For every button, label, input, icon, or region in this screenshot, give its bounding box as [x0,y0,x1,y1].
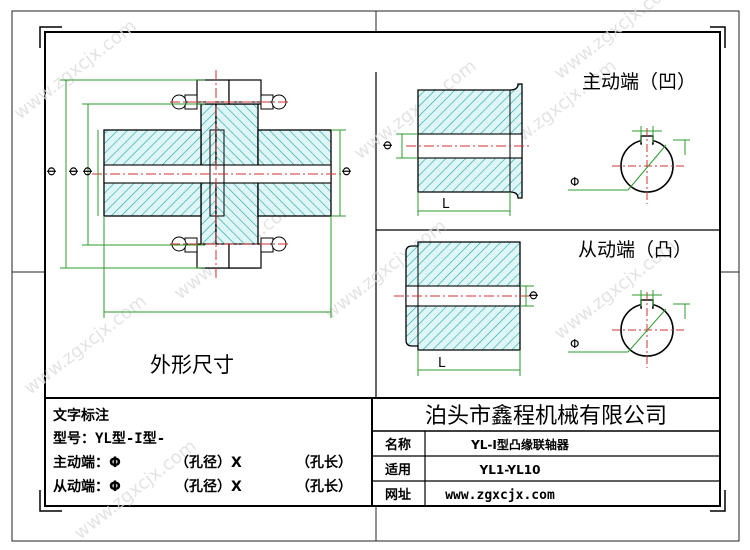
top-bolt [171,79,287,110]
dim-phi-driven-face: Φ [570,337,579,351]
dim-phi-driven-bore: Φ [527,291,541,300]
driving-bore-len: （孔长） [296,454,352,471]
dim-phi-bolt-circle: Φ [67,167,81,176]
dim-phi-hub: Φ [81,167,95,176]
dim-phi-outer: Φ [45,167,59,176]
company-name: 泊头市鑫程机械有限公司 [425,404,667,429]
driven-label: 从动端：Φ [53,478,121,495]
dim-phi-driving-face: Φ [570,175,579,189]
driving-label: 主动端：Φ [53,454,121,471]
center-lines [92,70,342,280]
dim-phi-driving-bore: Φ [381,141,395,150]
driven-end-title: 从动端（凸） [578,239,692,261]
outline-dimensions [60,79,346,318]
driving-end-title: 主动端（凹） [582,71,696,93]
title-block: 泊头市鑫程机械有限公司 名称 YL-I型凸缘联轴器 适用 YL1-YL10 网址… [371,397,721,507]
row-value-range: YL1-YL10 [479,463,541,477]
outline-view: Φ Φ Φ Φ 外形尺寸 [45,70,354,377]
svg-text:www.zgxcjx.com: www.zgxcjx.com [20,291,150,399]
driven-end-face: Φ [568,290,690,368]
row-value-website[interactable]: www.zgxcjx.com [445,488,555,503]
driving-bore-dia: （孔径）X [175,454,242,471]
driving-dimensions [396,133,511,216]
bottom-bolt [171,236,287,269]
model-line: 型号：YL型-I型- [53,430,165,447]
dim-length-driven: L [438,356,446,371]
dim-phi-right-hub: Φ [340,167,354,176]
driven-end-view: Φ L 从动端（凸） Φ [394,239,692,376]
driven-bore-dia: （孔径）X [175,478,242,495]
driven-bore-len: （孔长） [296,478,352,495]
outline-title: 外形尺寸 [150,353,234,377]
driven-dimensions [417,285,534,376]
driving-end-view: Φ L 主动端（凹） Φ [381,71,696,216]
row-label-name: 名称 [385,437,411,453]
row-value-name: YL-I型凸缘联轴器 [470,437,570,452]
annotation-notes: 文字标注 型号：YL型-I型- 主动端：Φ （孔径）X （孔长） 从动端：Φ （… [45,397,720,495]
row-label-website: 网址 [385,487,411,503]
dim-length-driving: L [442,197,450,212]
notes-heading: 文字标注 [53,407,109,424]
right-flange [215,103,259,269]
left-flange [200,103,217,269]
row-label-range: 适用 [385,462,411,478]
driving-end-face: Φ [568,126,690,204]
